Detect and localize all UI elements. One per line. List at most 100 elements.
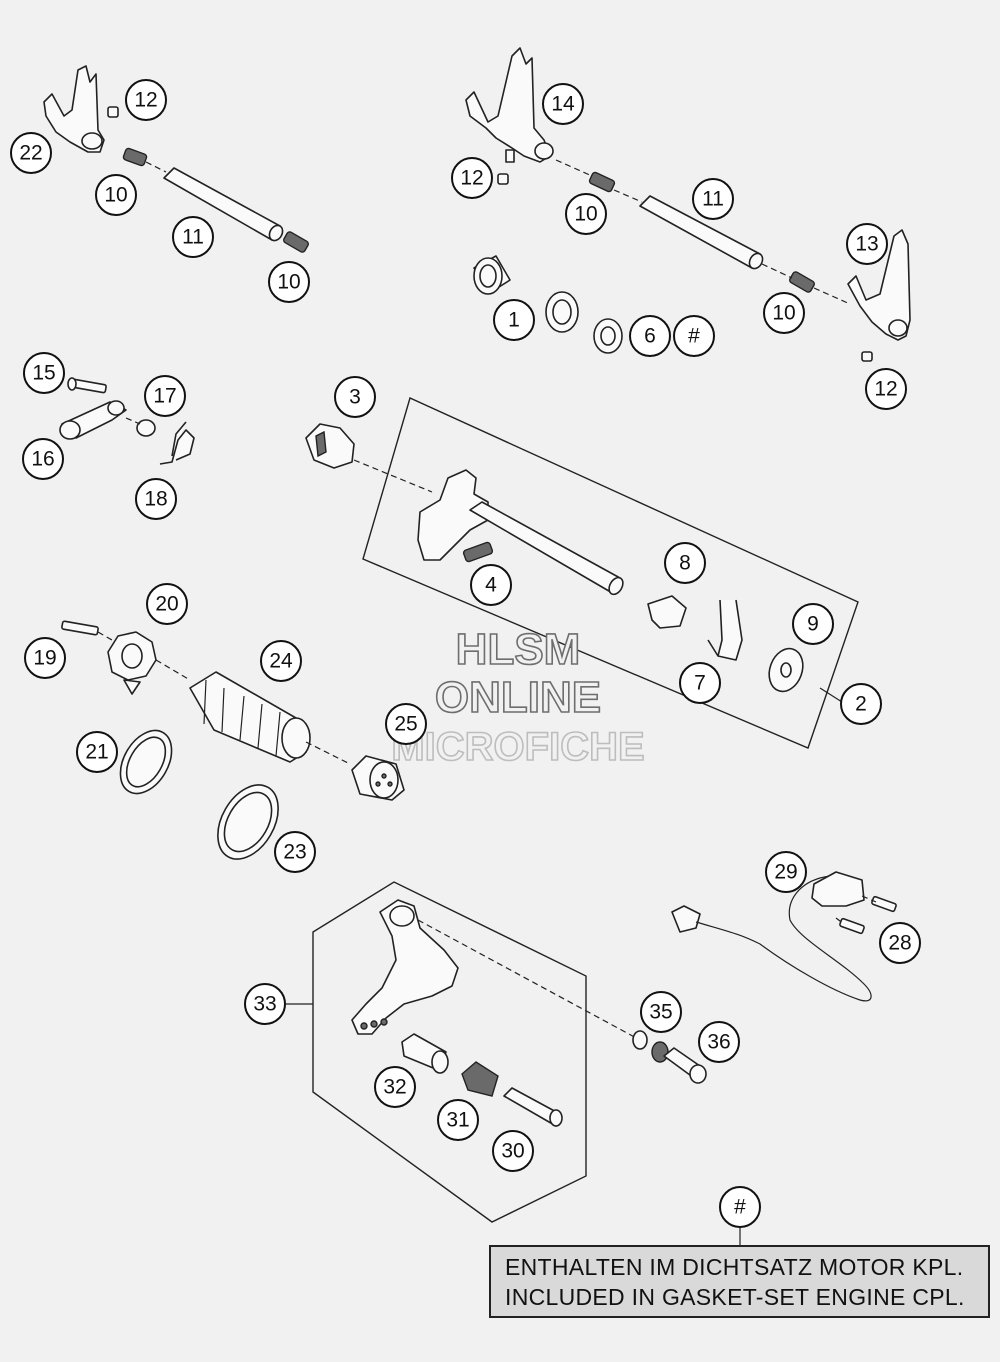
spring-10-right-top [588,171,616,193]
shift-lever-assembly-frame [312,881,587,1223]
callout-14[interactable]: 14 [542,83,584,125]
callout-8[interactable]: 8 [664,542,706,584]
callout-10[interactable]: 10 [268,261,310,303]
callout-4[interactable]: 4 [470,564,512,606]
callout-29[interactable]: 29 [765,851,807,893]
svg-text:32: 32 [383,1076,406,1099]
callout-12[interactable]: 12 [451,157,493,199]
svg-text:10: 10 [574,203,597,226]
callout-hash[interactable]: # [673,315,715,357]
gear-sensor-29 [671,871,872,1002]
svg-text:18: 18 [144,488,167,511]
watermark: HLSM ONLINE MICROFICHE [391,624,646,770]
svg-text:17: 17 [153,385,176,408]
callout-9[interactable]: 9 [792,603,834,645]
callout-1[interactable]: 1 [493,299,535,341]
svg-text:19: 19 [33,647,56,670]
svg-text:20: 20 [155,593,178,616]
callout-30[interactable]: 30 [492,1130,534,1172]
svg-text:21: 21 [85,741,108,764]
callout-23[interactable]: 23 [274,831,316,873]
callout-7[interactable]: 7 [679,662,721,704]
svg-text:1: 1 [508,309,520,332]
spring-7 [707,599,743,661]
callout-18[interactable]: 18 [135,478,177,520]
callout-10[interactable]: 10 [763,292,805,334]
spring-10-left-bottom [283,231,309,253]
svg-text:7: 7 [694,672,706,695]
shift-shaft-assembly-frame [362,397,859,749]
bushing-32 [401,1033,449,1074]
callout-22[interactable]: 22 [10,132,52,174]
callout-20[interactable]: 20 [146,583,188,625]
callout-11[interactable]: 11 [692,178,734,220]
callout-17[interactable]: 17 [144,375,186,417]
pin-12-right-bottom [861,351,873,362]
shift-lever-33 [351,899,459,1035]
svg-text:15: 15 [32,362,55,385]
shift-shaft-3-part [305,423,355,469]
bearing-ring-21 [119,729,173,795]
callout-33[interactable]: 33 [244,983,286,1025]
callout-10[interactable]: 10 [565,193,607,235]
shift-drum-24 [189,671,311,763]
svg-text:10: 10 [772,302,795,325]
svg-text:8: 8 [679,552,691,575]
callout-25[interactable]: 25 [385,703,427,745]
shift-shaft-2 [417,469,624,596]
svg-text:11: 11 [182,226,204,249]
screw-19 [61,620,99,636]
svg-text:24: 24 [269,650,293,673]
callout-21[interactable]: 21 [76,731,118,773]
svg-text:33: 33 [253,993,276,1016]
callout-6[interactable]: 6 [629,315,671,357]
callout-13[interactable]: 13 [846,223,888,265]
lock-washer-36 [651,1041,669,1063]
svg-text:13: 13 [855,233,878,256]
shift-fork-13 [847,229,911,341]
callout-19[interactable]: 19 [24,637,66,679]
callout-24[interactable]: 24 [260,640,302,682]
callout-36[interactable]: 36 [698,1021,740,1063]
callout-31[interactable]: 31 [437,1099,479,1141]
svg-text:12: 12 [460,167,483,190]
svg-text:3: 3 [349,386,361,409]
callout-12[interactable]: 12 [125,79,167,121]
svg-text:16: 16 [31,448,54,471]
svg-text:#: # [734,1196,746,1219]
spring-10-right-bottom [789,271,815,293]
note-line-english: INCLUDED IN GASKET-SET ENGINE CPL. [505,1283,965,1310]
seal-ring-6 [593,318,623,354]
svg-text:2: 2 [855,693,867,716]
screw-30 [503,1087,563,1127]
svg-text:35: 35 [649,1001,672,1024]
callout-10[interactable]: 10 [95,174,137,216]
pin-12-right-top [497,173,509,185]
gasket-set-note: ENTHALTEN IM DICHTSATZ MOTOR KPL. INCLUD… [489,1245,990,1318]
bearing-25 [351,755,405,801]
svg-text:36: 36 [707,1031,730,1054]
svg-text:9: 9 [807,613,819,636]
callout-15[interactable]: 15 [23,352,65,394]
svg-text:4: 4 [485,574,497,597]
svg-text:11: 11 [702,188,724,211]
callout-12[interactable]: 12 [865,368,907,410]
pin-12-left [107,106,119,118]
callout-hash-legend[interactable]: # [719,1186,761,1228]
callout-32[interactable]: 32 [374,1066,416,1108]
svg-text:14: 14 [551,93,575,116]
svg-text:6: 6 [644,325,656,348]
callout-2[interactable]: 2 [840,683,882,725]
spring-31 [461,1061,499,1097]
callout-3[interactable]: 3 [334,376,376,418]
svg-text:29: 29 [774,861,797,884]
callout-35[interactable]: 35 [640,991,682,1033]
svg-text:22: 22 [19,142,42,165]
needle-bearing-1a [473,255,511,295]
screw-28b [839,917,865,935]
callout-16[interactable]: 16 [22,438,64,480]
svg-text:23: 23 [283,841,306,864]
washer-35 [632,1030,648,1050]
callout-28[interactable]: 28 [879,922,921,964]
callout-11[interactable]: 11 [172,216,214,258]
